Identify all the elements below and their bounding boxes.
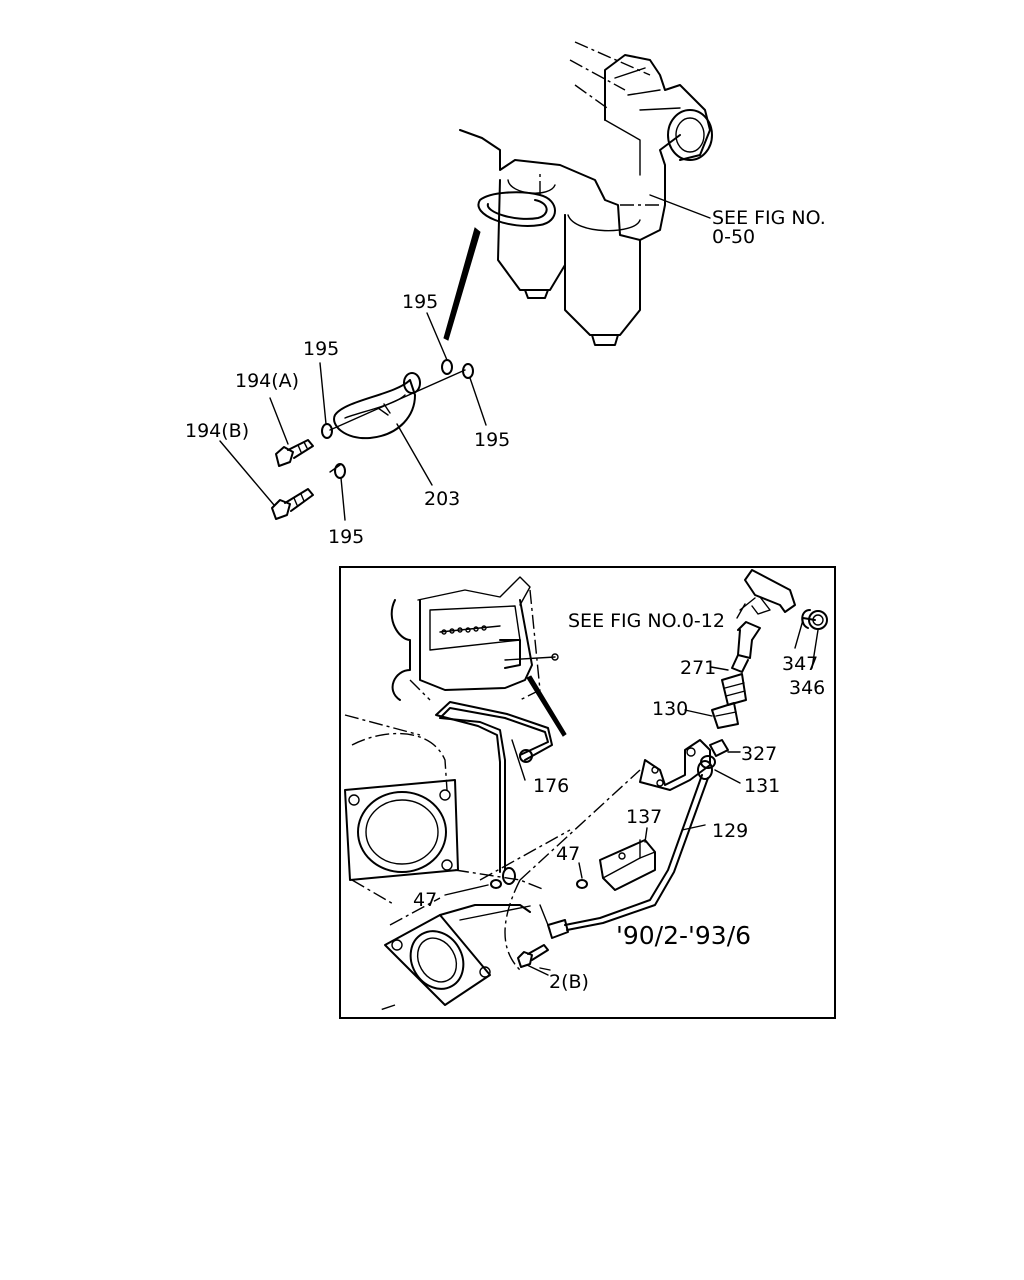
see-fig-note-line1: SEE FIG NO. [712,207,826,229]
callout-327: 327 [741,743,777,765]
callout-195-top: 195 [402,291,438,313]
callout-346: 346 [789,677,825,699]
callout-47-right: 47 [556,843,580,865]
sensor-stack [444,569,828,971]
callout-137: 137 [626,806,662,828]
callout-131: 131 [744,775,780,797]
inset-frame [339,566,836,1019]
callout-130: 130 [652,698,688,720]
washer-47-left [490,879,502,889]
callout-176: 176 [533,775,569,797]
callout-194b: 194(B) [185,420,249,442]
callout-347: 347 [782,653,818,675]
callout-47-left: 47 [413,889,437,911]
lower-flange [379,897,531,1011]
date-range-label: '90/2-'93/6 [616,921,751,950]
callout-129: 129 [712,820,748,842]
pipe-176 [435,701,553,885]
callout-195-left: 195 [303,338,339,360]
block-137 [599,839,656,891]
washer-47-right [576,879,588,889]
callout-194a: 194(A) [235,370,299,392]
inset-see-fig-note: SEE FIG NO.0-12 [568,610,725,632]
callout-2b: 2(B) [549,971,589,993]
callout-203: 203 [424,488,460,510]
callout-195-right: 195 [474,429,510,451]
callout-195-bottom: 195 [328,526,364,548]
pointer-wedge [443,227,481,341]
fittings-explode [219,312,487,521]
see-fig-note-line2: 0-50 [712,226,755,248]
engine-block-illustration [459,41,713,346]
callout-271: 271 [680,657,716,679]
bolt-2b [517,944,549,976]
bracket-pipe-129 [519,739,713,939]
flange-housing [344,714,571,971]
engine-thumbnail [390,576,567,737]
